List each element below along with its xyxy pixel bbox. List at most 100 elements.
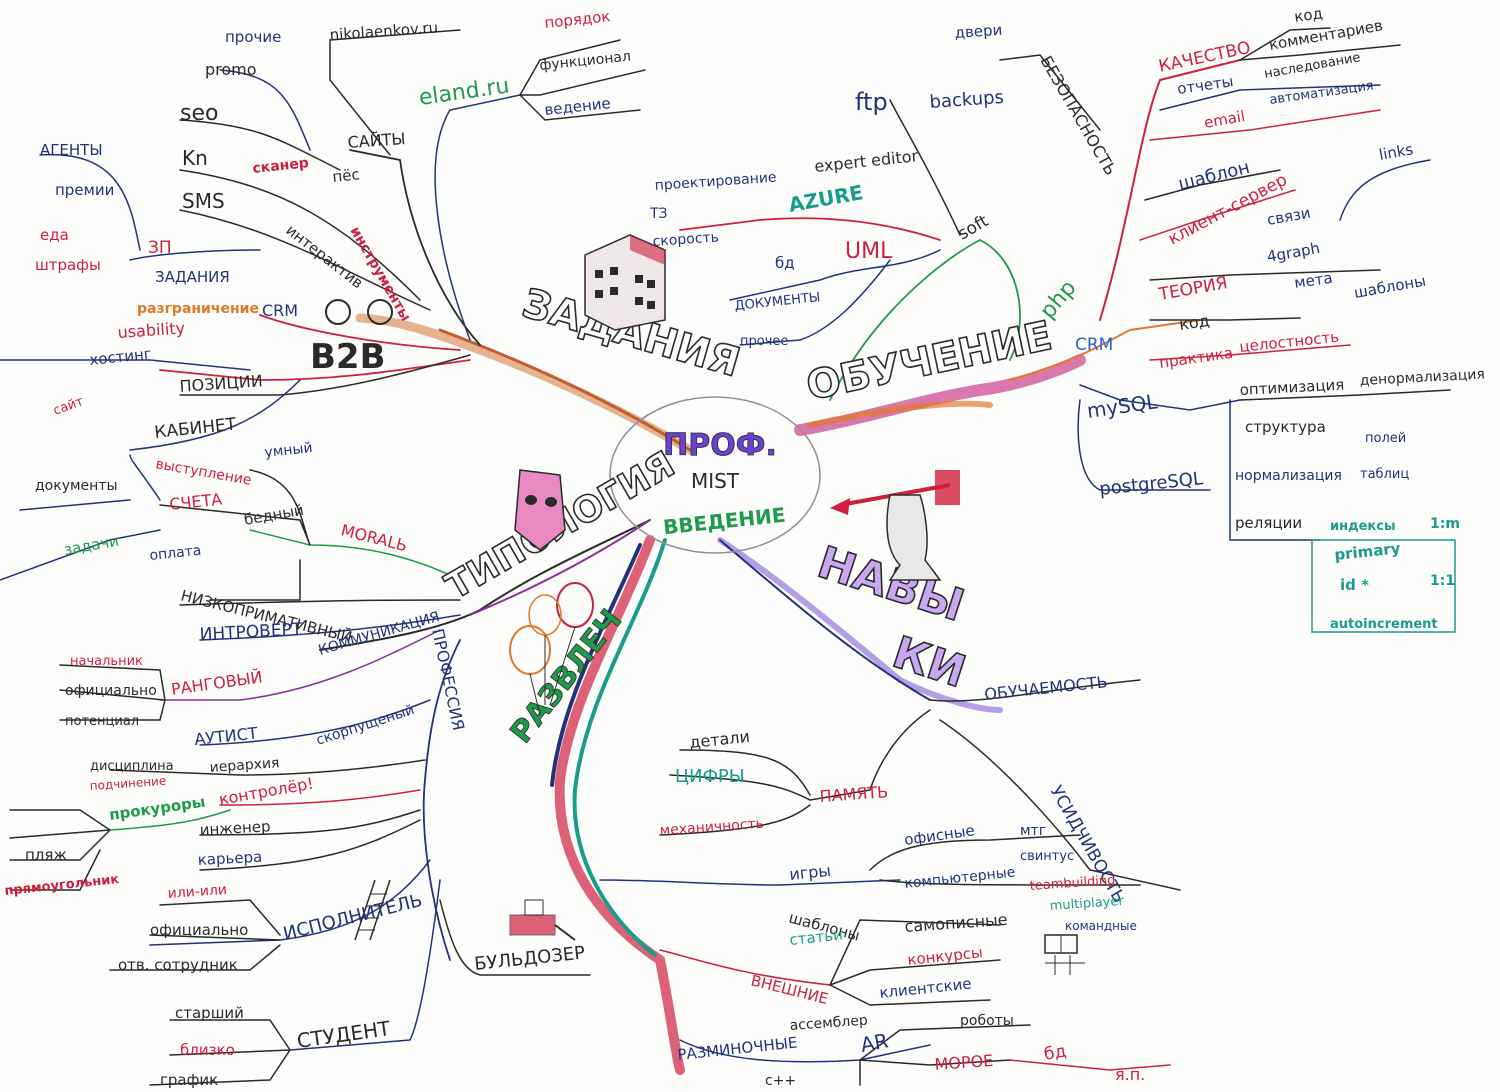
topic-br-22[interactable]: роботы bbox=[960, 1013, 1014, 1029]
topic-bl-14[interactable]: пляж bbox=[25, 846, 67, 864]
topic-bl-22[interactable]: близко bbox=[180, 1041, 235, 1059]
topic-bl-23[interactable]: СТУДЕНТ bbox=[295, 1016, 392, 1053]
topic-tl-29[interactable]: сайт bbox=[51, 394, 86, 419]
topic-tc-02[interactable]: БЕЗОПАСНОСТЬ bbox=[1037, 53, 1121, 179]
topic-bl-07[interactable]: дисциплина bbox=[90, 759, 174, 774]
topic-tl-11[interactable]: Kn bbox=[182, 146, 208, 170]
topic-tr-32[interactable]: primary bbox=[1334, 539, 1402, 564]
topic-ml-08[interactable]: задачи bbox=[63, 532, 121, 559]
topic-tl-12[interactable]: сканер bbox=[252, 155, 310, 177]
topic-br-26[interactable]: МОРОЕ bbox=[934, 1051, 994, 1074]
topic-tr-01[interactable]: код bbox=[1293, 4, 1324, 26]
topic-br-04[interactable]: ПАМЯТЬ bbox=[819, 782, 889, 806]
topic-tl-07[interactable]: ведение bbox=[544, 94, 612, 119]
topic-tr-10[interactable]: links bbox=[1378, 140, 1415, 164]
topic-tr-15[interactable]: код bbox=[1178, 311, 1211, 334]
topic-tr-30[interactable]: индексы bbox=[1330, 519, 1396, 534]
topic-tl-09[interactable]: САЙТЫ bbox=[347, 129, 406, 152]
topic-br-27[interactable]: бд bbox=[1042, 1041, 1067, 1065]
topic-br-01[interactable]: ОБУЧАЕМОСТЬ bbox=[983, 672, 1108, 704]
topic-br-21[interactable]: ассемблер bbox=[789, 1013, 868, 1034]
topic-tc-03[interactable]: ftp bbox=[855, 88, 888, 116]
topic-ml-04[interactable]: документы bbox=[35, 478, 118, 494]
topic-br-02[interactable]: детали bbox=[688, 727, 750, 752]
topic-tr-11[interactable]: связи bbox=[1266, 204, 1312, 229]
topic-br-24[interactable]: РАЗМИНОЧНЫЕ bbox=[677, 1033, 799, 1063]
topic-tr-22[interactable]: оптимизация bbox=[1239, 376, 1344, 399]
topic-tl-24[interactable]: usability bbox=[117, 318, 186, 342]
topic-tl-15[interactable]: SMS bbox=[182, 189, 225, 213]
topic-tc-13[interactable]: ДОКУМЕНТЫ bbox=[734, 290, 821, 314]
topic-bl-03[interactable]: официально bbox=[65, 683, 157, 699]
topic-br-13[interactable]: multiplayer bbox=[1049, 894, 1125, 914]
topic-tc-11[interactable]: бд bbox=[775, 254, 795, 272]
topic-tl-02[interactable]: nikolaenkov.ru bbox=[329, 18, 439, 44]
topic-tc-01[interactable]: двери bbox=[954, 21, 1003, 42]
topic-tl-19[interactable]: ЗП bbox=[148, 238, 172, 258]
topic-bl-11[interactable]: прокуроры bbox=[108, 793, 206, 824]
topic-tl-10[interactable]: АГЕНТЫ bbox=[40, 141, 103, 159]
topic-tc-04[interactable]: backups bbox=[929, 87, 1005, 113]
topic-tr-31[interactable]: 1:m bbox=[1430, 516, 1460, 532]
topic-br-11[interactable]: компьютерные bbox=[904, 864, 1016, 892]
topic-br-05[interactable]: механичность bbox=[659, 816, 764, 839]
topic-tc-06[interactable]: soft bbox=[955, 211, 993, 244]
topic-tr-17[interactable]: шаблоны bbox=[1353, 272, 1428, 302]
topic-tl-04[interactable]: promo bbox=[205, 60, 257, 79]
topic-br-25[interactable]: c++ bbox=[765, 1073, 796, 1089]
topic-tr-14[interactable]: мета bbox=[1293, 269, 1334, 292]
topic-tl-06[interactable]: функционал bbox=[539, 48, 632, 74]
topic-br-03[interactable]: ЦИФРЫ bbox=[675, 766, 745, 787]
topic-tl-20[interactable]: штрафы bbox=[35, 256, 101, 274]
topic-bl-05[interactable]: АУТИСТ bbox=[193, 723, 258, 749]
topic-bl-13[interactable]: карьера bbox=[197, 848, 262, 869]
topic-bl-09[interactable]: подчинение bbox=[89, 774, 166, 793]
topic-tr-12[interactable]: 4graph bbox=[1266, 239, 1322, 266]
topic-bl-24[interactable]: график bbox=[160, 1071, 218, 1089]
topic-ml-06[interactable]: MORALЬ bbox=[339, 520, 409, 555]
topic-tl-08[interactable]: seo bbox=[180, 101, 218, 126]
topic-ml-01[interactable]: умный bbox=[264, 440, 314, 461]
topic-tl-23[interactable]: CRM bbox=[262, 301, 298, 320]
topic-tr-16[interactable]: практика bbox=[1158, 344, 1234, 372]
topic-ml-10[interactable]: ИНТРОВЕРТ bbox=[199, 620, 303, 645]
topic-tr-29[interactable]: реляции bbox=[1235, 514, 1302, 532]
topic-bl-18[interactable]: ИСПОЛНИТЕЛЬ bbox=[281, 890, 424, 945]
topic-tl-01[interactable]: прочие bbox=[225, 28, 281, 46]
topic-br-14[interactable]: командные bbox=[1065, 919, 1137, 933]
topic-tr-26[interactable]: postgreSQL bbox=[1098, 468, 1204, 500]
topic-bl-04[interactable]: потенциал bbox=[65, 714, 139, 729]
topic-tr-27[interactable]: нормализация bbox=[1235, 468, 1342, 484]
topic-tc-07[interactable]: проектирование bbox=[654, 170, 777, 194]
topic-ml-07[interactable]: оплата bbox=[149, 543, 202, 564]
topic-tr-02[interactable]: КАЧЕСТВО bbox=[1157, 38, 1253, 77]
topic-br-16[interactable]: самописные bbox=[904, 910, 1008, 936]
topic-br-09[interactable]: мтг bbox=[1020, 823, 1046, 839]
topic-tr-20[interactable]: целостность bbox=[1239, 328, 1340, 356]
topic-tr-05[interactable]: наследование bbox=[1263, 50, 1362, 82]
topic-tl-18[interactable]: еда bbox=[40, 226, 69, 244]
topic-bl-12[interactable]: инженер bbox=[199, 817, 271, 839]
topic-bl-21[interactable]: старший bbox=[175, 1004, 244, 1022]
topic-br-17[interactable]: статьи bbox=[789, 925, 844, 948]
topic-br-08[interactable]: офисные bbox=[903, 821, 976, 849]
topic-tl-21[interactable]: ЗАДАНИЯ bbox=[155, 268, 230, 286]
topic-tl-28[interactable]: КАБИНЕТ bbox=[153, 414, 237, 443]
topic-br-12[interactable]: teambuilding bbox=[1029, 873, 1116, 894]
topic-br-20[interactable]: клиентские bbox=[879, 974, 973, 1002]
topic-br-28[interactable]: я.п. bbox=[1115, 1065, 1145, 1084]
topic-bl-06[interactable]: скорпущеный bbox=[314, 702, 416, 749]
topic-tc-12[interactable]: UML bbox=[845, 239, 893, 264]
topic-tr-25[interactable]: полей bbox=[1365, 431, 1406, 446]
topic-tl-03[interactable]: порядок bbox=[544, 7, 612, 32]
topic-br-10[interactable]: свинтус bbox=[1020, 849, 1074, 864]
main-branch-navyki-part2[interactable]: КИ bbox=[886, 626, 973, 699]
topic-ml-02[interactable]: выступление bbox=[154, 456, 252, 489]
topic-tr-35[interactable]: autoincrement bbox=[1330, 617, 1438, 632]
topic-tr-08[interactable]: шаблон bbox=[1176, 157, 1252, 195]
topic-tr-07[interactable]: автоматизация bbox=[1268, 79, 1374, 108]
topic-tl-13[interactable]: пёс bbox=[332, 165, 361, 186]
topic-br-18[interactable]: конкурсы bbox=[907, 943, 984, 969]
topic-tc-09[interactable]: ТЗ bbox=[649, 206, 668, 222]
topic-bl-17[interactable]: официально bbox=[150, 921, 248, 939]
